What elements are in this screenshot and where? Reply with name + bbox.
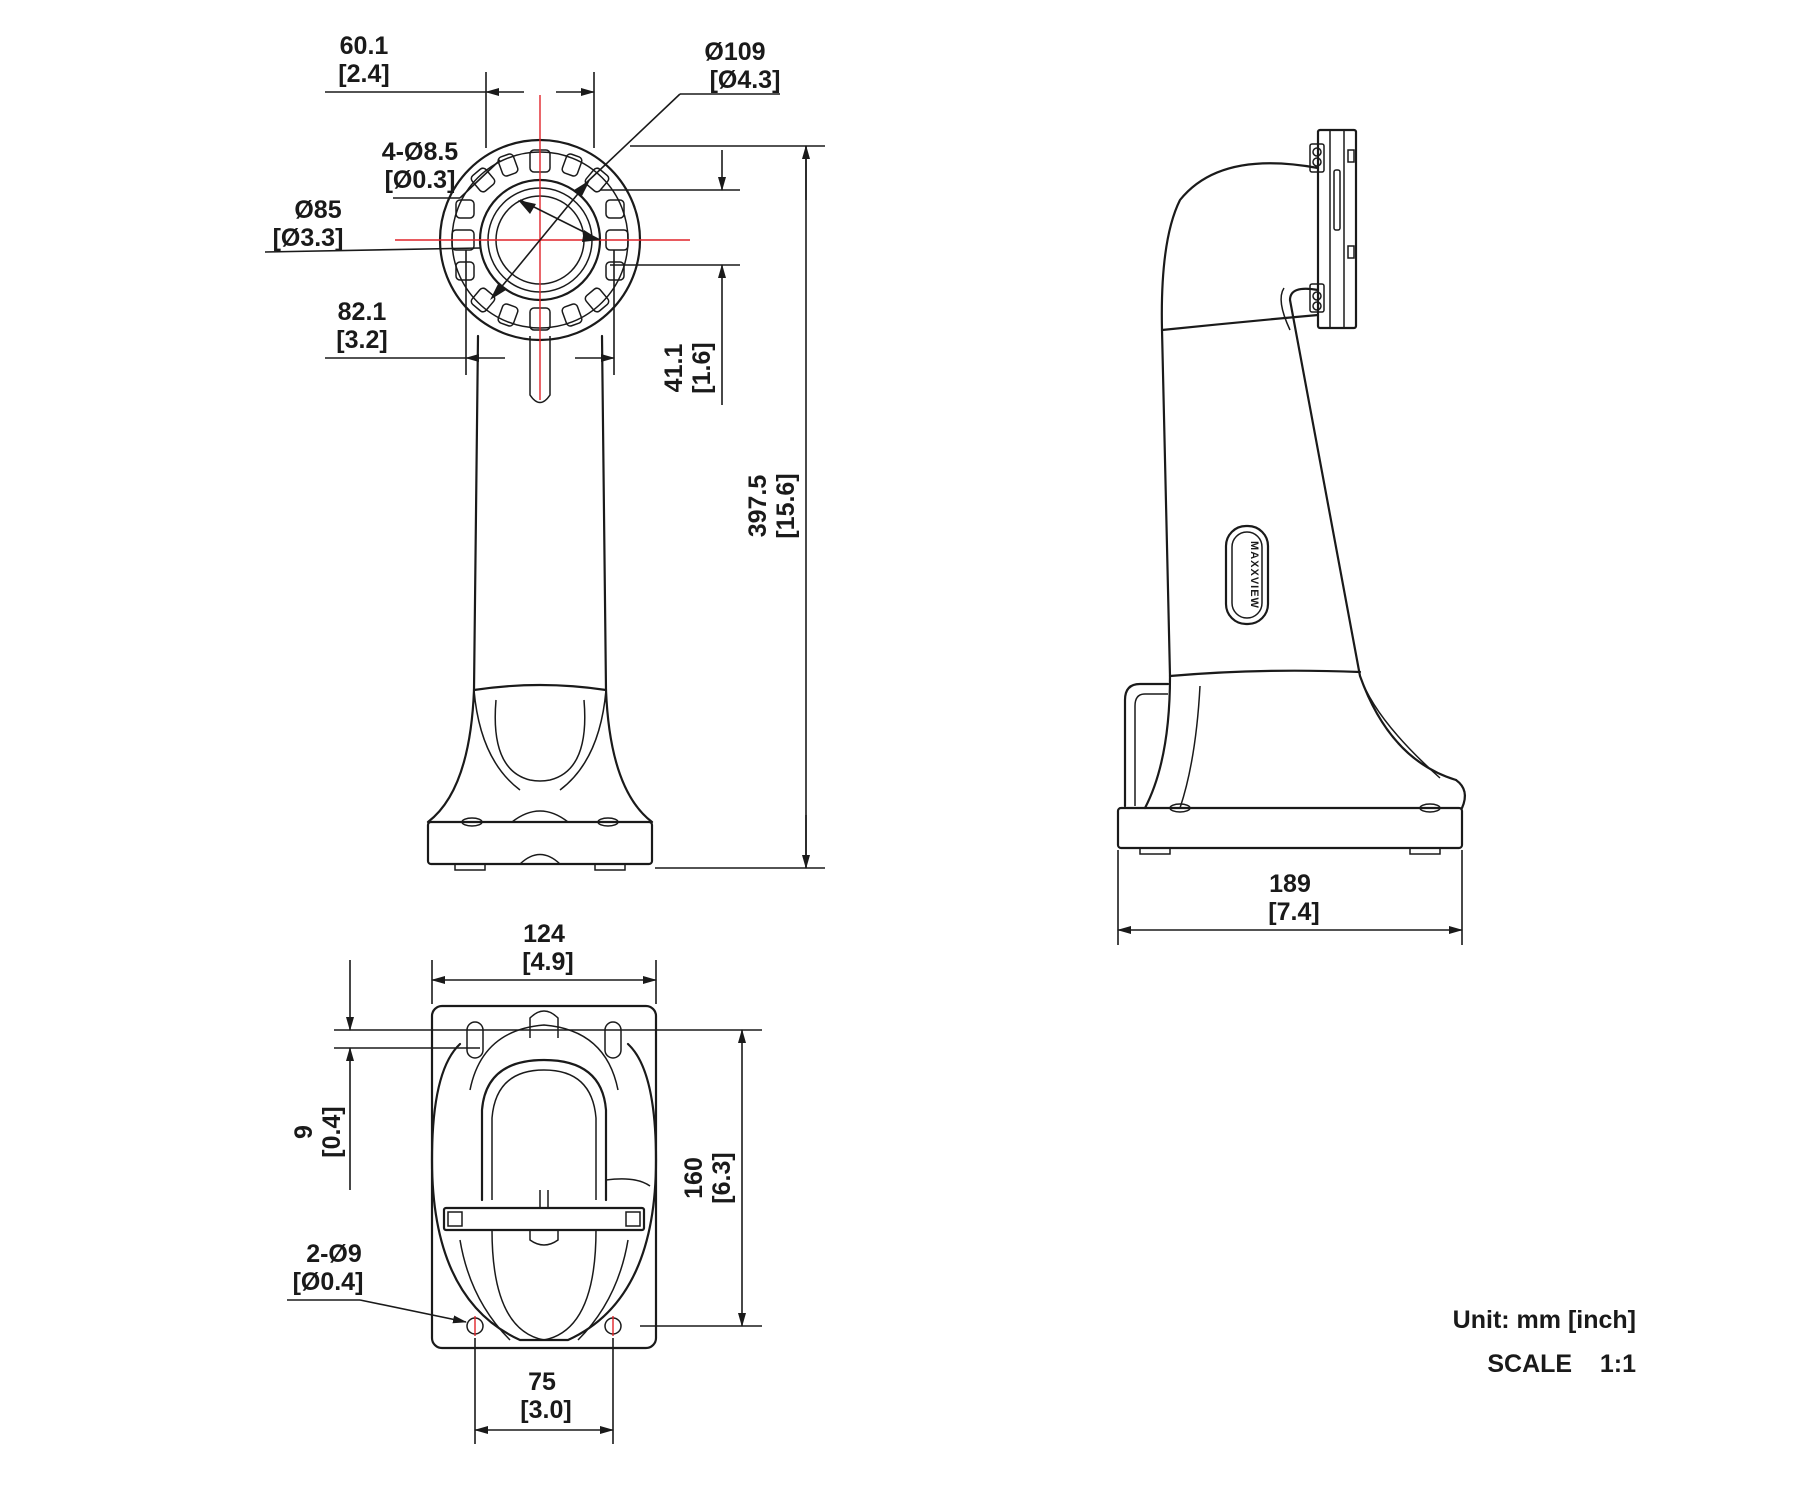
dim-41-1-inch: [1.6] bbox=[688, 342, 716, 393]
side-view-brand-plate: MAXXVIEW bbox=[1224, 524, 1270, 626]
dim-397-5: 397.5 [15.6] bbox=[630, 145, 825, 869]
dim-82-1: 82.1 [3.2] bbox=[325, 250, 615, 375]
dim-82-1-inch: [3.2] bbox=[336, 326, 387, 354]
dim-60-1-inch: [2.4] bbox=[338, 60, 389, 88]
front-view-arm bbox=[426, 334, 654, 824]
dim-85-inch: [Ø3.3] bbox=[273, 224, 344, 252]
front-view-mount-head bbox=[395, 95, 690, 400]
dim-160-mm: 160 bbox=[680, 1157, 708, 1199]
dim-85: Ø85 [Ø3.3] bbox=[264, 196, 481, 253]
dim-397-5-inch: [15.6] bbox=[772, 473, 800, 538]
dim-124-mm: 124 bbox=[523, 920, 565, 948]
side-view-base bbox=[1116, 778, 1467, 855]
dim-holes-2-inch: [Ø0.4] bbox=[293, 1268, 364, 1296]
dim-85-mm: Ø85 bbox=[294, 196, 341, 224]
side-view: MAXXVIEW 189 [7.4] bbox=[1116, 128, 1467, 945]
dim-189-mm: 189 bbox=[1269, 870, 1311, 898]
dim-109: Ø109 [Ø4.3] bbox=[584, 38, 781, 185]
dim-160-inch: [6.3] bbox=[708, 1152, 736, 1203]
bottom-view: 124 [4.9] 9 [0.4] 160 [6.3] 2-Ø9 [Ø0.4] bbox=[287, 920, 762, 1444]
dim-9: 9 [0.4] bbox=[290, 960, 762, 1190]
dim-9-inch: [0.4] bbox=[318, 1106, 346, 1157]
unit-note: Unit: mm [inch] bbox=[1453, 1306, 1636, 1334]
dim-holes-4-mm: 4-Ø8.5 bbox=[382, 138, 459, 166]
dim-109-inch: [Ø4.3] bbox=[710, 66, 781, 94]
dim-75-inch: [3.0] bbox=[520, 1396, 571, 1424]
dim-41-1: 41.1 [1.6] bbox=[600, 150, 740, 405]
dim-holes-4-inch: [Ø0.3] bbox=[385, 166, 456, 194]
dim-holes-4: 4-Ø8.5 [Ø0.3] bbox=[382, 138, 501, 199]
dim-41-1-mm: 41.1 bbox=[660, 344, 688, 393]
dim-9-mm: 9 bbox=[290, 1125, 318, 1139]
side-view-cable-hook bbox=[1123, 682, 1170, 808]
dim-124-inch: [4.9] bbox=[522, 948, 573, 976]
dim-189-inch: [7.4] bbox=[1268, 898, 1319, 926]
notes: Unit: mm [inch] SCALE 1:1 bbox=[1453, 1306, 1636, 1378]
dim-124: 124 [4.9] bbox=[431, 920, 657, 1004]
dim-60-1: 60.1 [2.4] bbox=[325, 32, 595, 148]
dim-109-mm: Ø109 bbox=[704, 38, 765, 66]
front-view: 60.1 [2.4] Ø109 [Ø4.3] 4-Ø8.5 [Ø0.3] Ø85… bbox=[264, 32, 825, 871]
bottom-view-base-plate bbox=[430, 1004, 658, 1350]
dim-189: 189 [7.4] bbox=[1117, 850, 1463, 945]
dim-holes-2-mm: 2-Ø9 bbox=[306, 1240, 362, 1268]
scale-note: SCALE 1:1 bbox=[1487, 1350, 1636, 1378]
side-view-mount-plate bbox=[1309, 128, 1358, 330]
dim-160: 160 [6.3] bbox=[640, 1029, 762, 1327]
front-view-base bbox=[426, 810, 654, 871]
side-view-arm bbox=[1143, 162, 1458, 810]
brand-mark: MAXXVIEW bbox=[1248, 541, 1260, 609]
dim-75: 75 [3.0] bbox=[474, 1338, 614, 1444]
dim-60-1-mm: 60.1 bbox=[340, 32, 389, 60]
dim-82-1-mm: 82.1 bbox=[338, 298, 387, 326]
dim-397-5-mm: 397.5 bbox=[744, 475, 772, 538]
dim-holes-2: 2-Ø9 [Ø0.4] bbox=[287, 1240, 467, 1324]
dim-75-mm: 75 bbox=[528, 1368, 556, 1396]
